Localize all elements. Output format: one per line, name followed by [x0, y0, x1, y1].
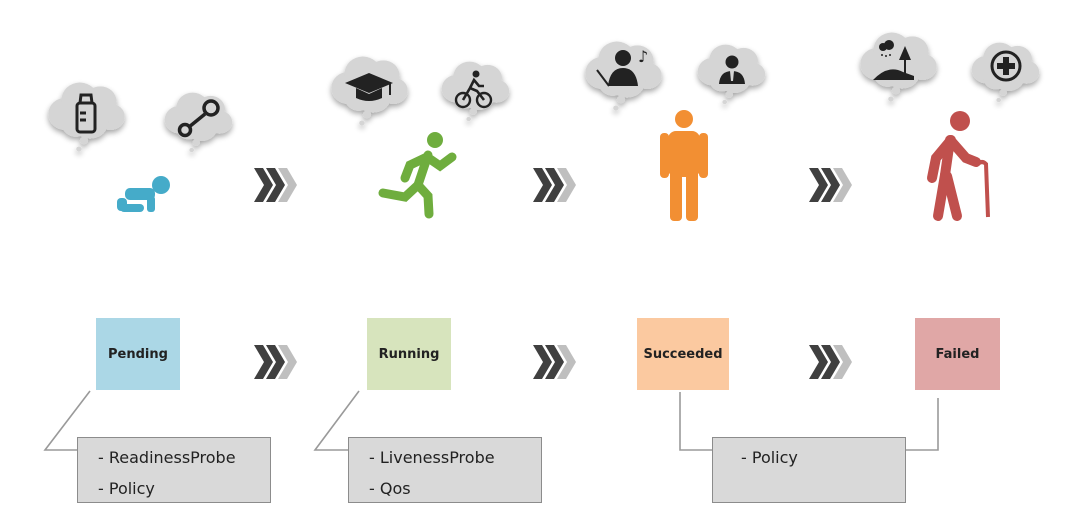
- note-item: - Policy: [741, 448, 798, 467]
- graduation-cap-icon: [345, 73, 393, 101]
- rattle-icon: [177, 99, 220, 138]
- triple-chevron-icon: [809, 168, 852, 202]
- state-failed-label: Failed: [935, 346, 980, 362]
- triple-chevron-icon: [254, 345, 297, 379]
- standing-person-icon: [660, 110, 708, 221]
- state-failed: Failed: [915, 318, 1000, 390]
- state-running: Running: [367, 318, 451, 390]
- triple-chevron-icon: [533, 345, 576, 379]
- state-pending: Pending: [96, 318, 180, 390]
- running-person-icon: [378, 132, 457, 219]
- state-succeeded-label: Succeeded: [643, 346, 723, 362]
- elderly-person-icon: [927, 111, 990, 221]
- succeeded-failed-notes: - Policy: [712, 437, 906, 503]
- note-item: - ReadinessProbe: [98, 448, 236, 467]
- triple-chevron-icon: [254, 168, 297, 202]
- cyclist-icon: [454, 70, 493, 109]
- crawling-baby-icon: [117, 176, 170, 212]
- running-notes: - LivenessProbe - Qos: [348, 437, 542, 503]
- state-succeeded: Succeeded: [637, 318, 729, 390]
- triple-chevron-icons: [254, 168, 852, 379]
- thought-clouds: [48, 32, 1040, 153]
- triple-chevron-icon: [809, 345, 852, 379]
- businessman-icon: [719, 55, 745, 84]
- medical-cross-icon: [990, 50, 1022, 82]
- note-item: - LivenessProbe: [369, 448, 495, 467]
- state-pending-label: Pending: [108, 346, 168, 362]
- pending-notes: - ReadinessProbe - Policy: [77, 437, 271, 503]
- state-running-label: Running: [378, 346, 440, 362]
- triple-chevron-icon: [533, 168, 576, 202]
- conductor-icon: ♪: [596, 47, 648, 87]
- landscape-icon: [873, 40, 914, 80]
- baby-bottle-icon: [75, 93, 97, 134]
- note-item: - Policy: [98, 479, 155, 498]
- svg-text:♪: ♪: [638, 47, 648, 66]
- connector-lines: [43, 390, 939, 451]
- note-item: - Qos: [369, 479, 411, 498]
